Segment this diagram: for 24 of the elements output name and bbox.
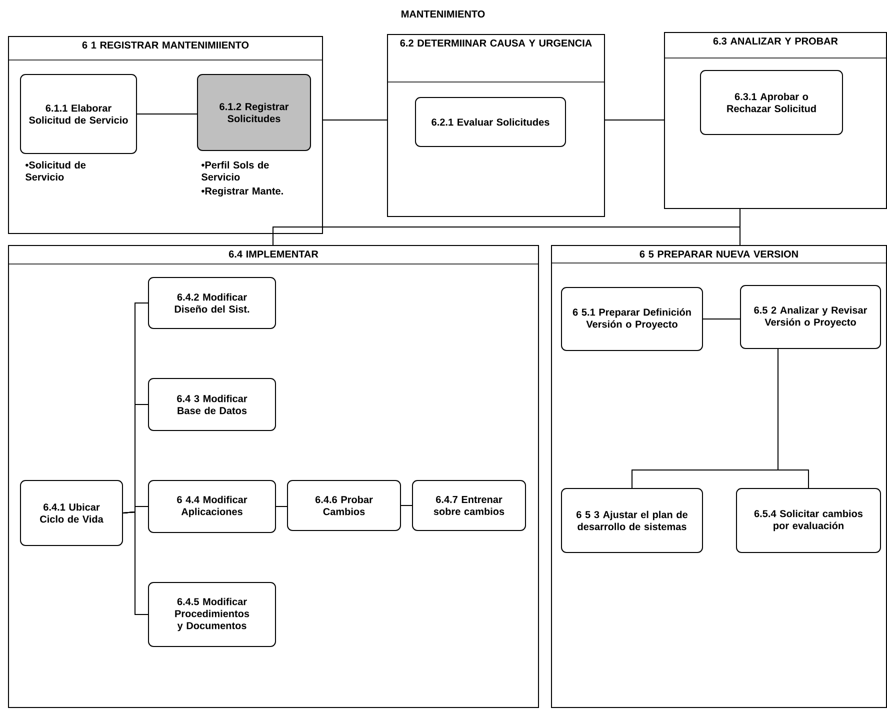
process-box: 6.5.4 Solicitar cambios por evaluación xyxy=(736,488,881,553)
process-box: 6 4.4 Modificar Aplicaciones xyxy=(148,480,276,533)
process-box: 6 5.1 Preparar Definición Versión o Proyecto xyxy=(561,287,703,351)
process-box: 6.2.1 Evaluar Solicitudes xyxy=(415,97,566,147)
process-box: 6.4.2 Modificar Diseño del Sist. xyxy=(148,277,276,329)
connector-line xyxy=(778,348,809,488)
process-box: 6.4 3 Modificar Base de Datos xyxy=(148,378,276,431)
process-box: 6.5 2 Analizar y Revisar Versión o Proyecto xyxy=(740,285,881,349)
process-box: 6.4.6 Probar Cambios xyxy=(287,480,401,531)
process-box: 6.1.2 Registrar Solicitudes xyxy=(197,74,311,151)
process-box: 6 5 3 Ajustar el plan de desarrollo de sistemas xyxy=(561,488,703,553)
bullet-note: •Perfil Sols de Servicio xyxy=(202,161,269,181)
connector-line xyxy=(276,506,288,507)
diagram-title: MANTENIMIENTO xyxy=(402,10,485,18)
bullet-note: •Registrar Mante. xyxy=(202,187,283,197)
process-box: 6.4.1 Ubicar Ciclo de Vida xyxy=(20,480,123,546)
connector-line xyxy=(400,505,412,506)
process-box: 6.4.5 Modificar Procedimientos y Documentos xyxy=(148,582,276,647)
connector-line xyxy=(702,318,740,320)
bullet-note: •Solicitud de Servicio xyxy=(26,161,86,181)
process-box: 6.1.1 Elaborar Solicitud de Servicio xyxy=(20,74,137,154)
connector-line xyxy=(122,511,148,615)
process-box: 6.3.1 Aprobar o Rechazar Solicitud xyxy=(700,70,843,135)
process-box: 6.4.7 Entrenar sobre cambios xyxy=(412,480,526,531)
